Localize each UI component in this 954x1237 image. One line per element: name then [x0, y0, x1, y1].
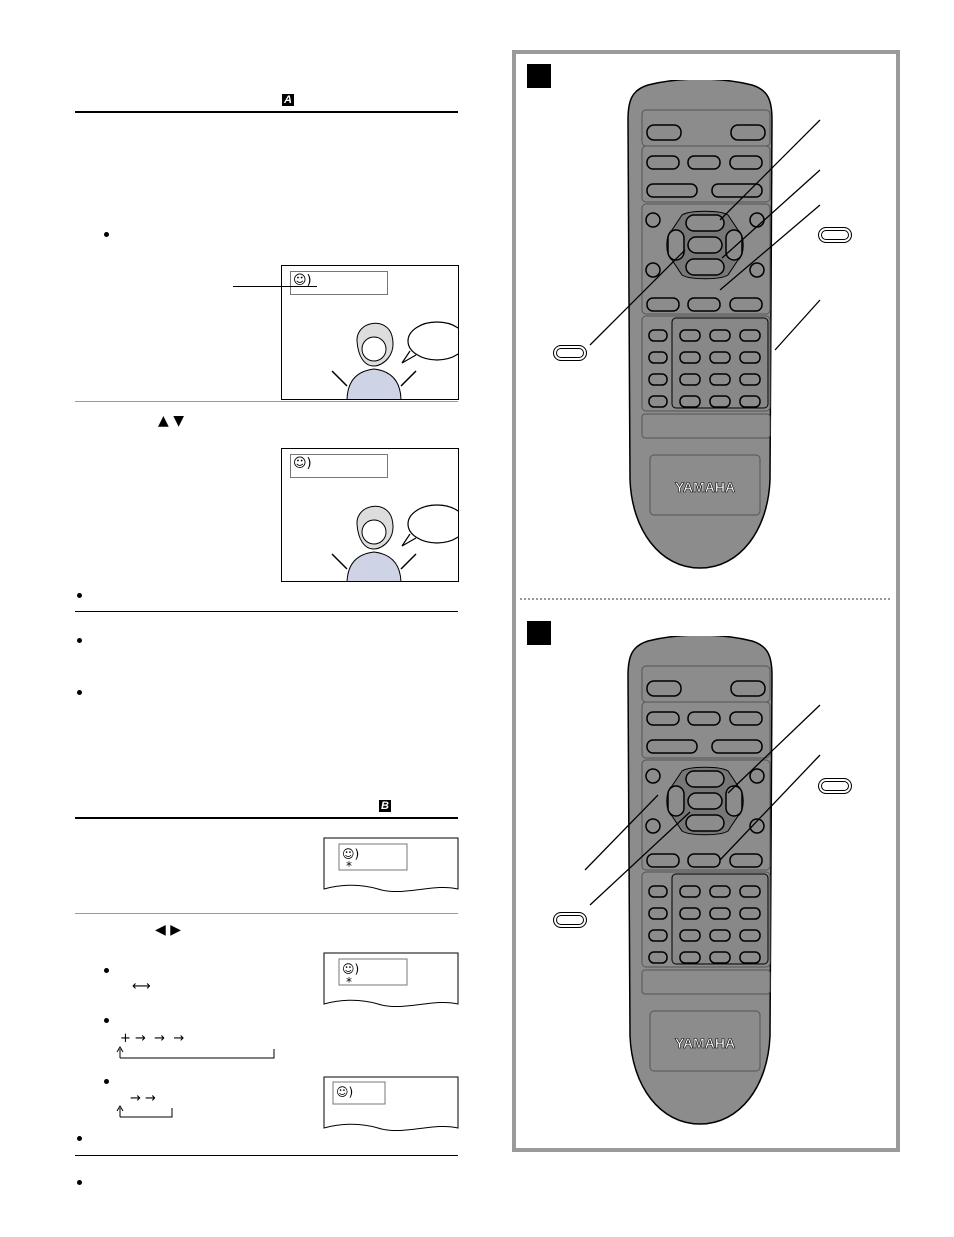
divider [75, 1155, 458, 1156]
callout-lines-b [584, 704, 821, 906]
divider [75, 611, 458, 612]
cycle-return-line [116, 1105, 173, 1118]
bullet [104, 232, 109, 237]
woman-illustration [331, 321, 458, 399]
woman-illustration [331, 504, 458, 581]
side-button-b-left[interactable] [553, 912, 587, 928]
side-button-b-right[interactable] [818, 778, 852, 794]
bullet [104, 968, 109, 973]
bullet [77, 1136, 82, 1141]
audio-icon: ☺) [293, 456, 312, 471]
cycle-three-step: → → [130, 1091, 156, 1106]
section-a-rule [75, 111, 458, 113]
osd-paper-3: ☺) [323, 1076, 459, 1131]
tv-screen-2: ☺) [281, 448, 459, 582]
up-down-arrows: ▲ ▼ [158, 413, 184, 429]
callout-lines-a [589, 119, 821, 351]
osd-audio-box: ☺) [290, 271, 388, 295]
divider [75, 401, 458, 402]
svg-text:☺): ☺) [336, 1085, 353, 1099]
callout-leader [233, 286, 317, 287]
section-a-badge: A [282, 94, 294, 106]
bullet [104, 1079, 109, 1084]
bullet [77, 638, 82, 643]
left-right-arrows: ◀ ▶ [155, 922, 181, 938]
bullet [77, 690, 82, 695]
osd-paper-1: ☺) [323, 837, 459, 892]
remote-control-b: YAMAHA [627, 636, 773, 1125]
panel-b-badge [527, 621, 551, 645]
panel-a-badge [527, 64, 551, 88]
osd-asterisk: * [346, 975, 352, 989]
cycle-return-line [116, 1046, 275, 1059]
bullet [104, 1018, 109, 1023]
svg-text:☺): ☺) [342, 962, 359, 976]
osd-asterisk: * [346, 859, 352, 873]
section-b-rule [75, 817, 458, 819]
osd-audio-box: ☺) [290, 454, 388, 478]
panel-divider [520, 598, 890, 600]
divider [75, 913, 458, 914]
svg-text:☺): ☺) [342, 847, 359, 861]
brand-logo: YAMAHA [675, 1035, 735, 1051]
tv-screen-1: ☺) [281, 265, 459, 400]
osd-paper-2: ☺) [323, 952, 459, 1007]
cycle-two-way: ⟷ [132, 979, 151, 994]
side-button-a-right[interactable] [818, 227, 852, 243]
remote-control-a: YAMAHA [627, 80, 773, 569]
audio-icon: ☺) [293, 273, 312, 288]
side-button-a-left[interactable] [553, 345, 587, 361]
cycle-four-step: + → → → [120, 1031, 185, 1046]
bullet [77, 593, 82, 598]
brand-logo: YAMAHA [675, 479, 735, 495]
bullet [77, 1180, 82, 1185]
section-b-badge: B [379, 800, 391, 812]
